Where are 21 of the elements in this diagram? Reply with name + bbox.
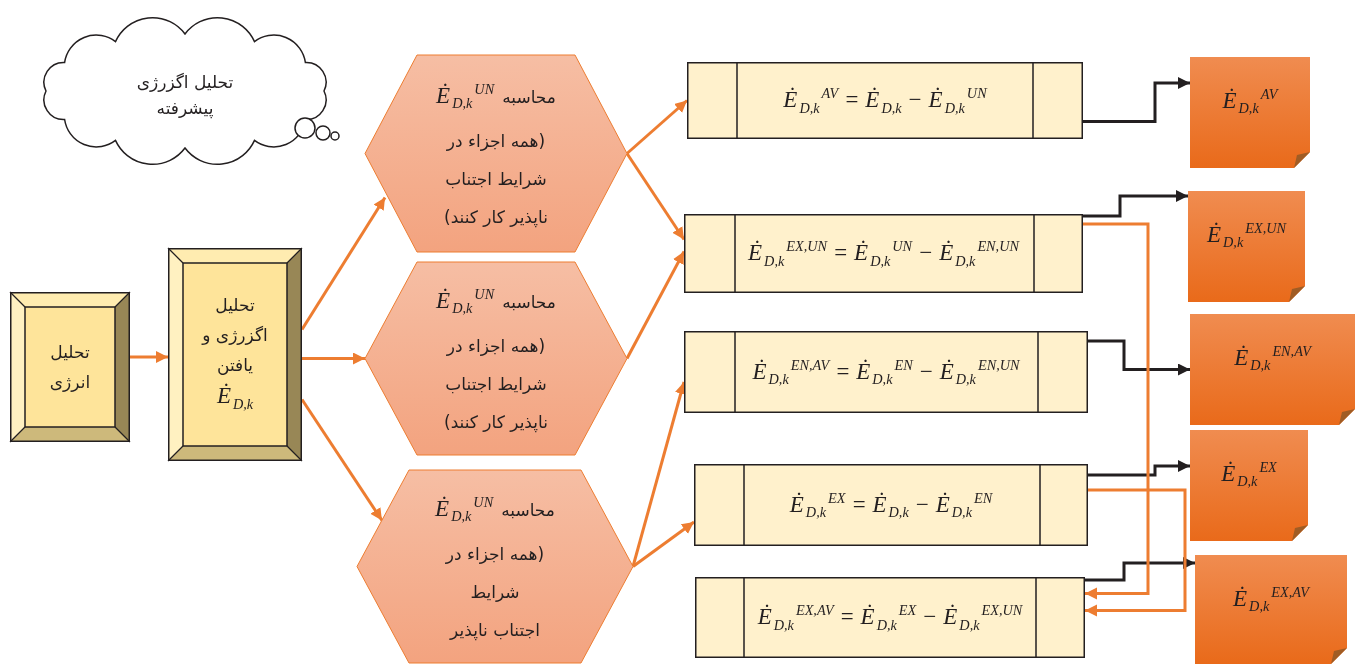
formula: Ė$_{D,k}$ xyxy=(216,382,254,414)
label: (همه اجزاء در شرایط اجتناب ناپذیر کار کنند) xyxy=(443,335,549,435)
arrow xyxy=(302,352,365,365)
label: تحلیل اگزرژی پیشرفته xyxy=(135,71,235,121)
arrow xyxy=(1088,460,1190,477)
label: محاسبه xyxy=(501,498,555,522)
arrow xyxy=(1083,77,1190,123)
arrow xyxy=(1083,222,1150,600)
label: تحلیل انرژی xyxy=(48,340,92,394)
arrow xyxy=(1085,557,1195,582)
label: (همه اجزاء در شرایط اجتناب ناپذیر xyxy=(445,543,545,643)
arrow xyxy=(130,351,168,363)
label: محاسبه xyxy=(502,85,556,109)
label: تحلیل اگزرژی و یافتن xyxy=(202,294,268,378)
arrow xyxy=(1088,339,1190,376)
arrow xyxy=(632,520,695,568)
label: (همه اجزاء در شرایط اجتناب ناپذیر کار کنند) xyxy=(443,130,549,230)
arrow xyxy=(1083,190,1188,218)
arrow xyxy=(626,99,688,155)
label: محاسبه xyxy=(502,290,556,314)
arrow xyxy=(1085,488,1187,617)
